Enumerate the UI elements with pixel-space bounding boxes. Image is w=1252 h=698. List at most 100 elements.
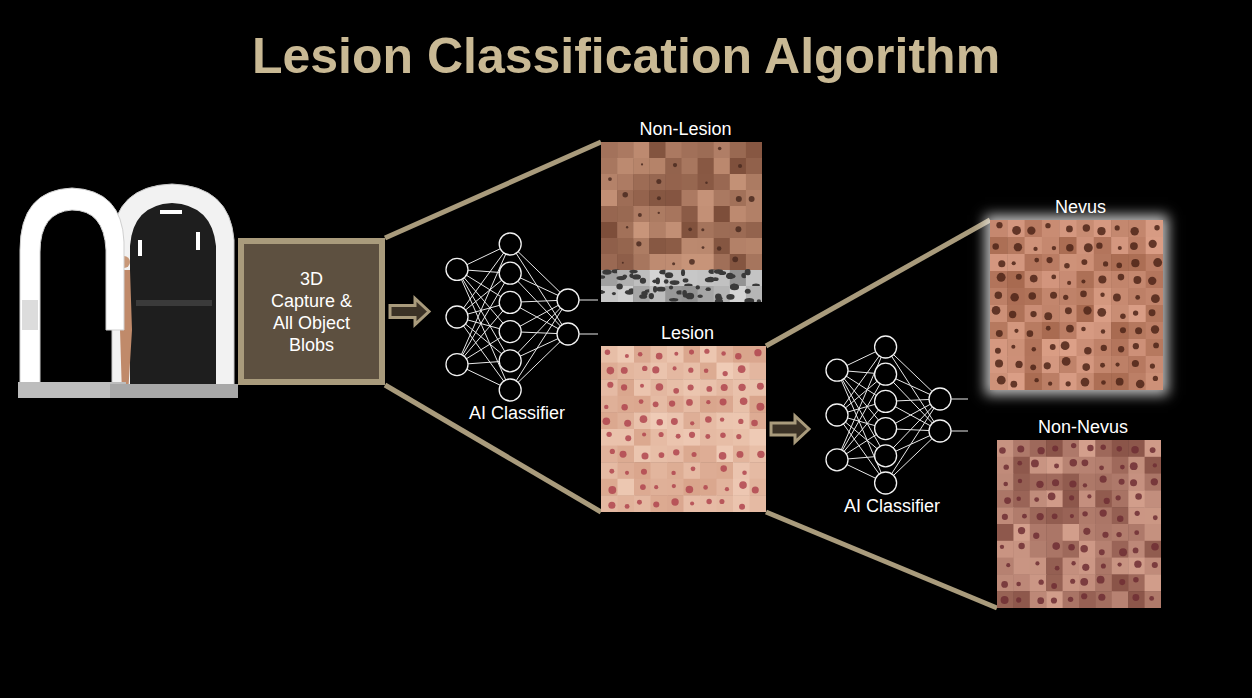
lesion-spot bbox=[1150, 447, 1156, 453]
lesion-spot bbox=[1061, 341, 1070, 350]
mosaic-tile bbox=[698, 286, 715, 302]
mosaic-tile bbox=[667, 363, 684, 380]
mosaic-tile bbox=[618, 446, 635, 463]
lesion-spot bbox=[1011, 345, 1015, 349]
lesion-spot bbox=[1135, 511, 1140, 516]
lesion-spot bbox=[1115, 225, 1120, 230]
mosaic-tile bbox=[1013, 541, 1030, 558]
lesion-spot bbox=[1132, 594, 1139, 601]
lesion-spot bbox=[1000, 545, 1004, 549]
lesion-spot bbox=[705, 416, 712, 423]
texture-blob bbox=[715, 293, 722, 300]
mosaic-tile bbox=[1025, 305, 1043, 323]
network-output bbox=[951, 431, 968, 432]
lesion-spot bbox=[1044, 312, 1052, 320]
lesion-spot bbox=[1101, 345, 1107, 351]
lesion-spot bbox=[757, 383, 764, 390]
mosaic-tile bbox=[1111, 339, 1129, 357]
lesion-spot bbox=[749, 196, 755, 202]
mosaic-tile bbox=[649, 158, 666, 175]
mosaic-tile bbox=[1146, 254, 1163, 272]
process-box: 3D Capture & All Object Blobs bbox=[238, 238, 385, 385]
lesion-spot bbox=[1045, 223, 1050, 228]
mosaic-tile bbox=[1112, 558, 1129, 575]
lesion-spot bbox=[1035, 561, 1039, 565]
lesion-spot bbox=[1116, 495, 1121, 500]
mosaic-tile bbox=[682, 158, 699, 175]
lesion-spot bbox=[671, 498, 678, 505]
lesion-spot bbox=[1099, 465, 1104, 470]
lesion-spot bbox=[608, 486, 616, 494]
mosaic-tile bbox=[1030, 524, 1047, 541]
mosaic-tile bbox=[1046, 440, 1063, 457]
mosaic-tile bbox=[649, 142, 666, 159]
mosaic-tile bbox=[682, 222, 699, 239]
scanner-handle bbox=[22, 300, 38, 330]
mosaic-tile bbox=[750, 429, 767, 446]
lesion-spot bbox=[673, 163, 677, 167]
texture-blob bbox=[665, 272, 673, 278]
mosaic-tile bbox=[1146, 237, 1163, 255]
mosaic-tile bbox=[1025, 271, 1043, 289]
lesion-spot bbox=[621, 384, 627, 390]
lesion-spot bbox=[1050, 344, 1056, 350]
lesion-spot bbox=[1118, 274, 1125, 281]
mosaic-tile bbox=[1079, 474, 1096, 491]
neuron bbox=[929, 420, 951, 442]
mosaic-tile bbox=[733, 412, 750, 429]
mosaic-tile bbox=[618, 495, 635, 512]
mosaic-tile bbox=[649, 222, 666, 239]
scanner-arch-right bbox=[112, 184, 234, 395]
mosaic-tile bbox=[651, 495, 668, 512]
mosaic-tile bbox=[633, 254, 650, 271]
lesion-spot bbox=[656, 353, 663, 360]
mosaic-tile bbox=[1013, 490, 1030, 507]
network-output bbox=[579, 334, 598, 335]
mosaic-tile bbox=[1013, 457, 1030, 474]
mosaic-tile bbox=[698, 142, 715, 159]
lesion-spot bbox=[1133, 343, 1139, 349]
mosaic-tile bbox=[601, 346, 618, 363]
lesion-spot bbox=[1102, 532, 1108, 538]
lesion-spot bbox=[686, 486, 694, 494]
mosaic-tile bbox=[1077, 288, 1095, 306]
lesion-spot bbox=[1151, 294, 1160, 303]
mosaic-tile bbox=[682, 238, 699, 255]
lesion-spot bbox=[607, 382, 613, 388]
node-label: Lesion bbox=[601, 322, 774, 344]
mosaic-tile bbox=[750, 495, 767, 512]
lesion-spot bbox=[608, 177, 612, 181]
scanner-base bbox=[110, 384, 238, 398]
lesion-spot bbox=[756, 403, 764, 411]
mosaic-tile bbox=[746, 254, 762, 271]
lesion-spot bbox=[689, 350, 694, 355]
lesion-spot bbox=[997, 273, 1006, 282]
mosaic-tile bbox=[730, 254, 747, 271]
mosaic-tile bbox=[601, 462, 618, 479]
mosaic-tile bbox=[634, 379, 651, 396]
lesion-spot bbox=[1033, 247, 1037, 251]
mosaic-tile bbox=[750, 396, 767, 413]
lesion-spot bbox=[1153, 258, 1162, 267]
lesion-spot bbox=[624, 420, 631, 427]
mosaic-tile bbox=[990, 237, 1008, 255]
texture-blob bbox=[601, 291, 605, 294]
neuron bbox=[499, 233, 521, 255]
mosaic-tile bbox=[714, 206, 731, 223]
mosaic-tile bbox=[1059, 305, 1077, 323]
mosaic-tile bbox=[1059, 322, 1077, 340]
node-label: Nevus bbox=[990, 196, 1171, 218]
lesion-spot bbox=[622, 192, 628, 198]
mosaic-tile bbox=[1128, 305, 1146, 323]
mosaic-tile bbox=[617, 142, 634, 159]
lesion-spot bbox=[642, 366, 647, 371]
mosaic-tile bbox=[651, 379, 668, 396]
mosaic-tile bbox=[601, 363, 618, 380]
mosaic-tile bbox=[1146, 305, 1163, 323]
mosaic-tile bbox=[1025, 237, 1043, 255]
texture-blob bbox=[612, 292, 616, 295]
network-link bbox=[510, 244, 568, 334]
lesion-spot bbox=[1018, 527, 1025, 534]
mosaic-tile bbox=[1079, 507, 1096, 524]
mosaic-tile bbox=[1145, 457, 1161, 474]
